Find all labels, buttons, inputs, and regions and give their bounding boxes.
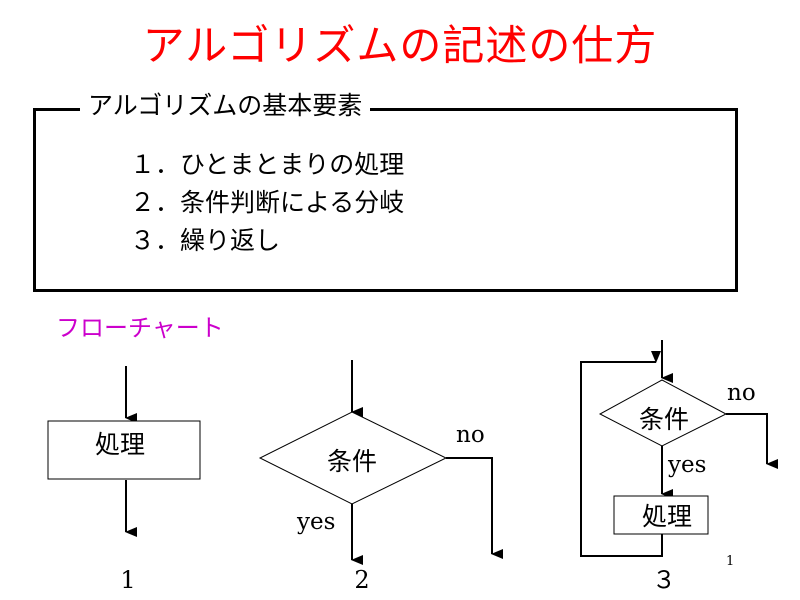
process-node-label: 処理: [95, 430, 145, 459]
page-number: 1: [726, 554, 734, 569]
process-node: [47, 420, 201, 480]
process-node-label: 処理: [642, 502, 692, 531]
basic-elements-legend: アルゴリズムの基本要素: [80, 88, 371, 124]
edge-no: [446, 457, 503, 559]
flowchart-loop: 条件 no yes 処理 ３: [580, 340, 778, 594]
diagram-number: ３: [652, 566, 676, 594]
flowchart-branch: 条件 no yes 2: [258, 360, 503, 594]
yes-label: yes: [296, 509, 335, 535]
condition-node-label: 条件: [327, 447, 377, 476]
list-item: １．ひとまとまりの処理: [130, 150, 405, 179]
list-item: ２．条件判断による分岐: [130, 188, 405, 217]
condition-node-label: 条件: [639, 405, 689, 434]
list-item: ３．繰り返し: [130, 226, 281, 255]
edge-loop-back: [580, 351, 663, 557]
basic-elements-box: [33, 108, 738, 292]
flowchart-label: フローチャート: [56, 314, 224, 342]
no-label: no: [456, 422, 485, 448]
diagram-number: 1: [120, 566, 135, 594]
page-title: アルゴリズムの記述の仕方: [142, 21, 658, 70]
no-label: no: [727, 380, 756, 406]
diagram-number: 2: [354, 566, 369, 594]
flowchart-sequence: 処理 1: [47, 366, 201, 594]
basic-elements-list: １．ひとまとまりの処理 ２．条件判断による分岐 ３．繰り返し: [130, 146, 404, 260]
edge-no: [726, 413, 778, 469]
yes-label: yes: [667, 452, 706, 478]
